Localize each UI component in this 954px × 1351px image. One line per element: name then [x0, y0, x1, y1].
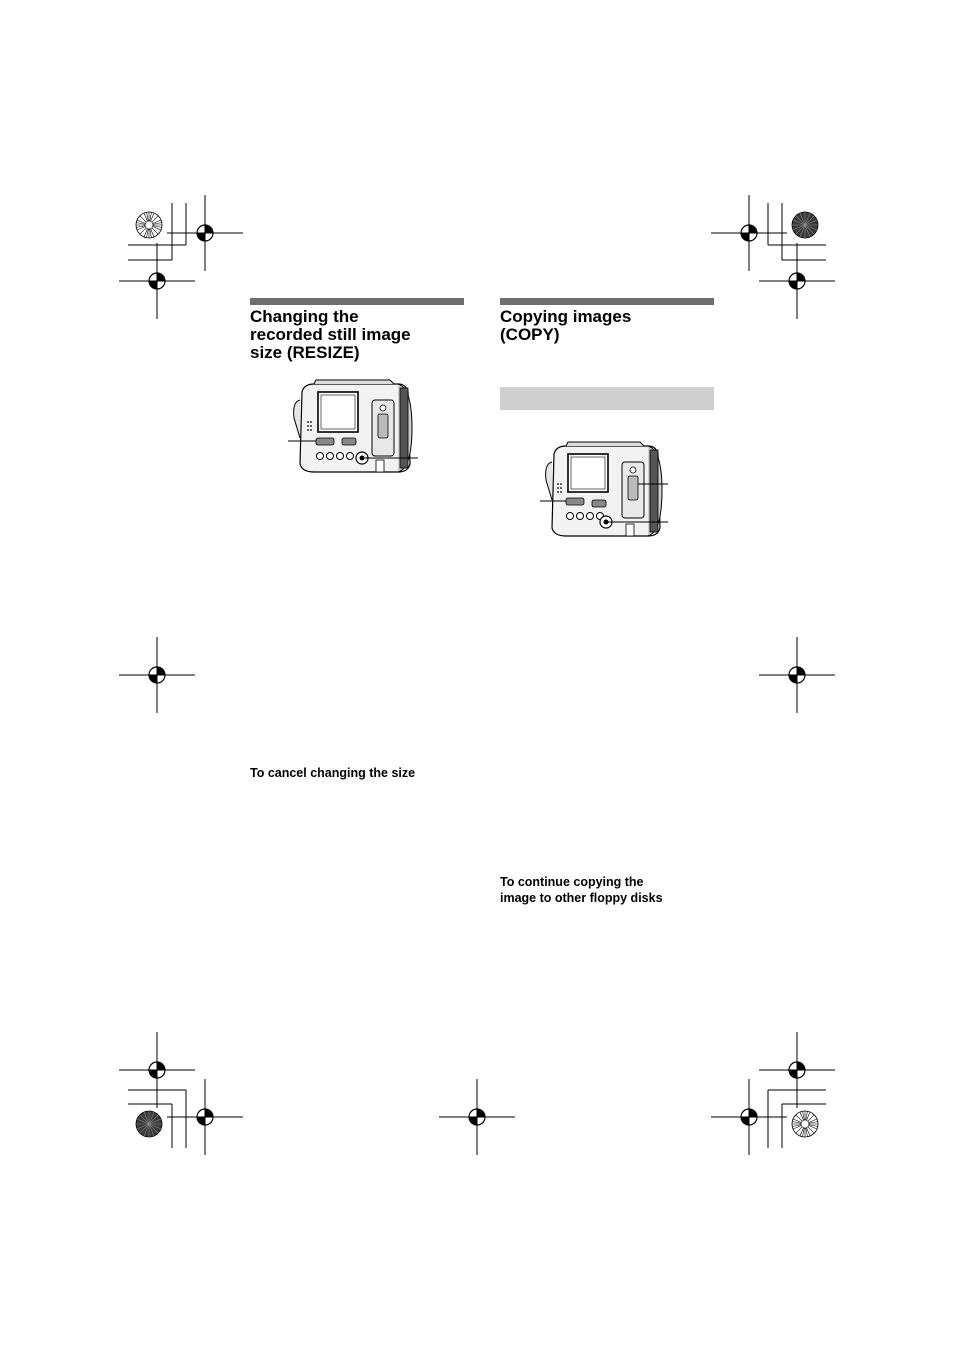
camera-illustration-left: [288, 379, 418, 473]
left-heading-rule: [250, 298, 464, 305]
crosshair-icon: [118, 1031, 196, 1109]
crosshair-icon: [166, 194, 244, 272]
crosshair-icon: [758, 636, 836, 714]
title-line: (COPY): [500, 325, 560, 344]
crosshair-icon: [118, 242, 196, 320]
crosshair-icon: [710, 194, 788, 272]
left-section-title: Changing the recorded still image size (…: [250, 308, 470, 362]
subheading-line: image to other floppy disks: [500, 891, 663, 905]
crosshair-icon: [758, 242, 836, 320]
top-right-darkburst-icon: [791, 211, 819, 239]
title-line: size (RESIZE): [250, 343, 360, 362]
title-line: Changing the: [250, 307, 359, 326]
title-line: Copying images: [500, 307, 632, 326]
bottom-right-starburst-icon: [791, 1110, 819, 1138]
title-line: recorded still image: [250, 325, 411, 344]
right-heading-rule: [500, 298, 714, 305]
crosshair-icon: [438, 1078, 516, 1156]
top-left-starburst-icon: [135, 211, 163, 239]
bottom-left-darkburst-icon: [135, 1110, 163, 1138]
subheading-line: To continue copying the: [500, 875, 644, 889]
right-section-title: Copying images (COPY): [500, 308, 720, 344]
right-subheading: To continue copying the image to other f…: [500, 874, 720, 906]
crosshair-icon: [118, 636, 196, 714]
mode-band: [500, 387, 714, 410]
left-subheading: To cancel changing the size: [250, 766, 416, 780]
camera-illustration-right: [540, 441, 668, 537]
crosshair-icon: [758, 1031, 836, 1109]
